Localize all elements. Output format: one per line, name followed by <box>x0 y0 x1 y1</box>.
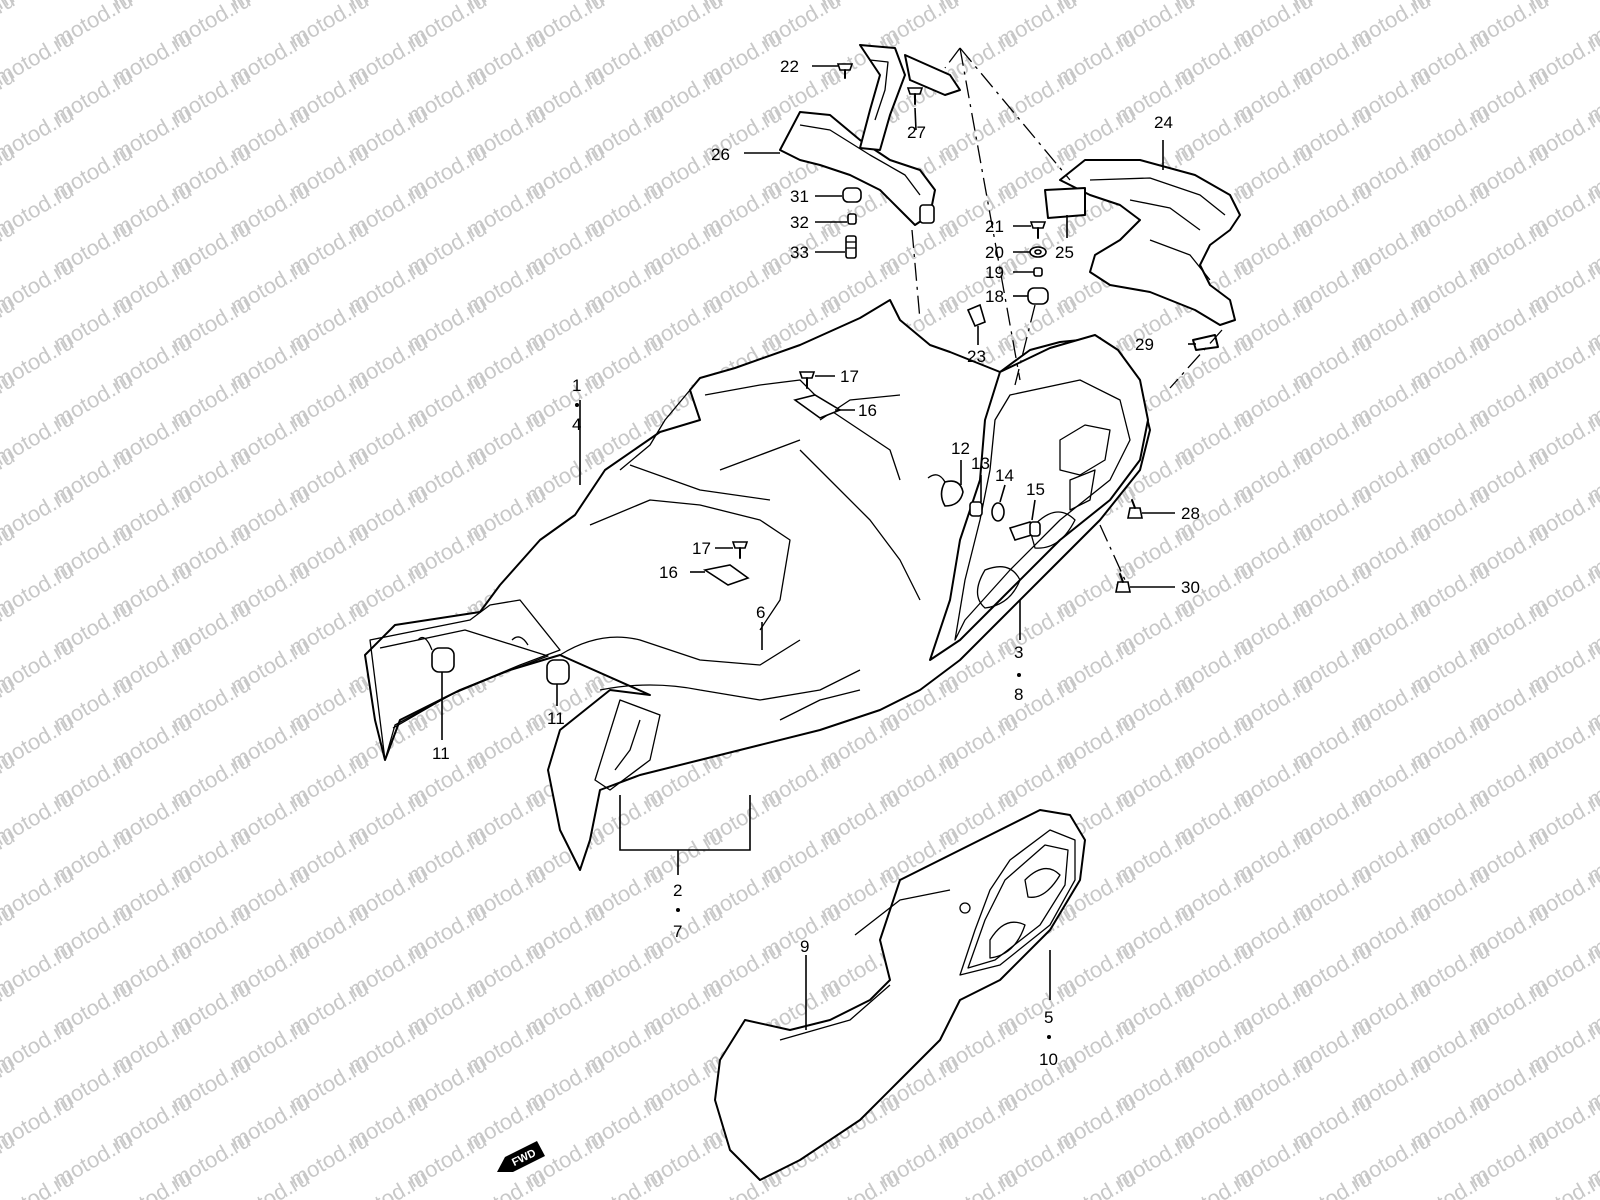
callout-labels: 22 27 26 31 32 33 21 20 19 18 23 24 25 2… <box>432 57 1200 1069</box>
callout-4: 4 <box>572 415 581 434</box>
callout-6: 6 <box>756 603 765 622</box>
hardware-group <box>417 63 1143 685</box>
watermark-text: motod.ru <box>1052 1165 1140 1200</box>
seat-tail-cowl[interactable] <box>364 299 1151 871</box>
watermark-text: motod.ru <box>344 1165 432 1200</box>
callout-17-upper: 17 <box>840 367 859 386</box>
callout-21: 21 <box>985 217 1004 236</box>
right-side-cover[interactable] <box>929 334 1149 661</box>
callout-7: 7 <box>673 922 682 941</box>
watermark-text: motod.ru <box>1406 1165 1494 1200</box>
grommet-18[interactable] <box>1027 287 1049 305</box>
callout-28: 28 <box>1181 504 1200 523</box>
collar-13[interactable] <box>969 501 983 517</box>
callout-8: 8 <box>1014 685 1023 704</box>
callout-16-lower: 16 <box>659 563 678 582</box>
callout-3: 3 <box>1014 643 1023 662</box>
callout-32: 32 <box>790 213 809 232</box>
bolt-15[interactable] <box>1008 521 1041 541</box>
callout-31: 31 <box>790 187 809 206</box>
rear-fender[interactable] <box>1044 159 1241 351</box>
watermark-text: motod.ru <box>0 0 19 52</box>
callout-29: 29 <box>1135 335 1154 354</box>
callout-9: 9 <box>800 937 809 956</box>
callout-12: 12 <box>951 439 970 458</box>
callout-11-left: 11 <box>432 744 450 763</box>
watermark-text: motod.ru <box>1288 1165 1376 1200</box>
callout-18: 18 <box>985 287 1004 306</box>
watermark-text: motod.ru <box>226 1165 314 1200</box>
watermark-text: motod.ru <box>108 1165 196 1200</box>
callout-26: 26 <box>711 145 730 164</box>
screw-17-upper[interactable] <box>798 371 816 389</box>
watermark-text: motod.ru <box>934 1165 1022 1200</box>
callout-24: 24 <box>1154 113 1173 132</box>
collar-19[interactable] <box>1033 267 1043 277</box>
washer-14[interactable] <box>991 502 1005 522</box>
screw-17-lower[interactable] <box>731 541 749 559</box>
watermark-text: motod.ru <box>816 1165 904 1200</box>
callout-25: 25 <box>1055 243 1074 262</box>
callout-5: 5 <box>1044 1008 1053 1027</box>
callout-22: 22 <box>780 57 799 76</box>
bolt-30[interactable] <box>1115 573 1131 593</box>
callout-20: 20 <box>985 243 1004 262</box>
watermark-text: motod.ru <box>1170 1165 1258 1200</box>
bolt-28[interactable] <box>1127 499 1143 519</box>
callout-27: 27 <box>907 123 926 142</box>
watermark-text: motod.ru <box>1524 1165 1600 1200</box>
callout-11-right: 11 <box>547 709 565 728</box>
callout-13: 13 <box>971 454 990 473</box>
lower-side-cover[interactable] <box>714 809 1086 1181</box>
screw-22[interactable] <box>836 63 854 79</box>
grommet-11-left[interactable] <box>417 636 455 673</box>
screw-27[interactable] <box>906 87 924 105</box>
fwd-arrow-icon <box>497 1141 545 1172</box>
callout-14: 14 <box>995 466 1014 485</box>
callout-10: 10 <box>1039 1050 1058 1069</box>
grommet-11-right[interactable] <box>511 636 570 685</box>
bolt-33[interactable] <box>845 235 857 259</box>
callout-23: 23 <box>967 347 986 366</box>
callout-2: 2 <box>673 881 682 900</box>
callout-19: 19 <box>985 263 1004 282</box>
rear-bracket[interactable] <box>779 44 961 226</box>
callout-1: 1 <box>572 376 581 395</box>
callout-16-upper: 16 <box>858 401 877 420</box>
callout-33: 33 <box>790 243 809 262</box>
callout-30: 30 <box>1181 578 1200 597</box>
grommet-31[interactable] <box>842 187 862 203</box>
callout-15: 15 <box>1026 480 1045 499</box>
plate-16-lower[interactable] <box>702 564 750 586</box>
callout-17-lower: 17 <box>692 539 711 558</box>
watermark-text: motod.ru <box>0 1165 78 1200</box>
screw-21[interactable] <box>1029 221 1047 239</box>
leader-lines <box>441 65 1196 1030</box>
watermark-text: motod.ru <box>580 1165 668 1200</box>
collar-32[interactable] <box>847 213 857 225</box>
clip-23[interactable] <box>966 303 986 328</box>
washer-20[interactable] <box>1029 246 1047 258</box>
grommet-12[interactable] <box>927 474 964 507</box>
alignment-lines <box>911 47 1223 581</box>
